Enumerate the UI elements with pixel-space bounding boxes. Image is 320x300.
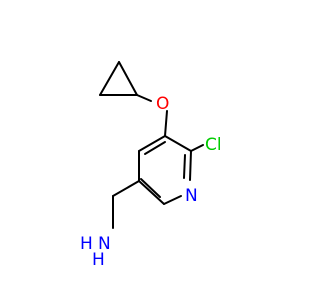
c-ch2-bond	[112, 180, 140, 197]
ring-bond-c5-c6	[164, 135, 192, 152]
cyclopropyl-bond-1	[99, 61, 120, 96]
molecule-structure: O Cl N H N H	[80, 61, 222, 270]
c-cl-bond	[190, 144, 204, 152]
atom-amine-nitrogen: N	[98, 234, 111, 254]
c-o-bond	[136, 94, 152, 102]
ring-bond-c4-c5-double	[144, 141, 166, 155]
atom-ring-nitrogen: N	[185, 186, 198, 206]
structure-canvas: O Cl N H N H	[80, 61, 222, 270]
ring-bond-c2-c3-double	[140, 178, 161, 198]
o-c-bond	[164, 110, 168, 137]
cyclopropyl-bond-2	[118, 61, 138, 96]
atom-oxygen: O	[156, 94, 169, 114]
atom-labels: O Cl N H N H	[80, 94, 222, 270]
ring-bond-c6-n-double	[183, 154, 186, 179]
atom-amine-hydrogen-2: H	[80, 234, 93, 254]
atom-chlorine: Cl	[205, 135, 222, 155]
ring-bond-c2-c3	[138, 180, 165, 205]
atom-amine-hydrogen-1: H	[92, 250, 105, 270]
ring-bond-c6-n	[189, 150, 192, 181]
ring-bond-n-c2	[163, 195, 182, 205]
ring-bond-c4-c5	[138, 135, 166, 152]
bonds	[99, 61, 204, 229]
